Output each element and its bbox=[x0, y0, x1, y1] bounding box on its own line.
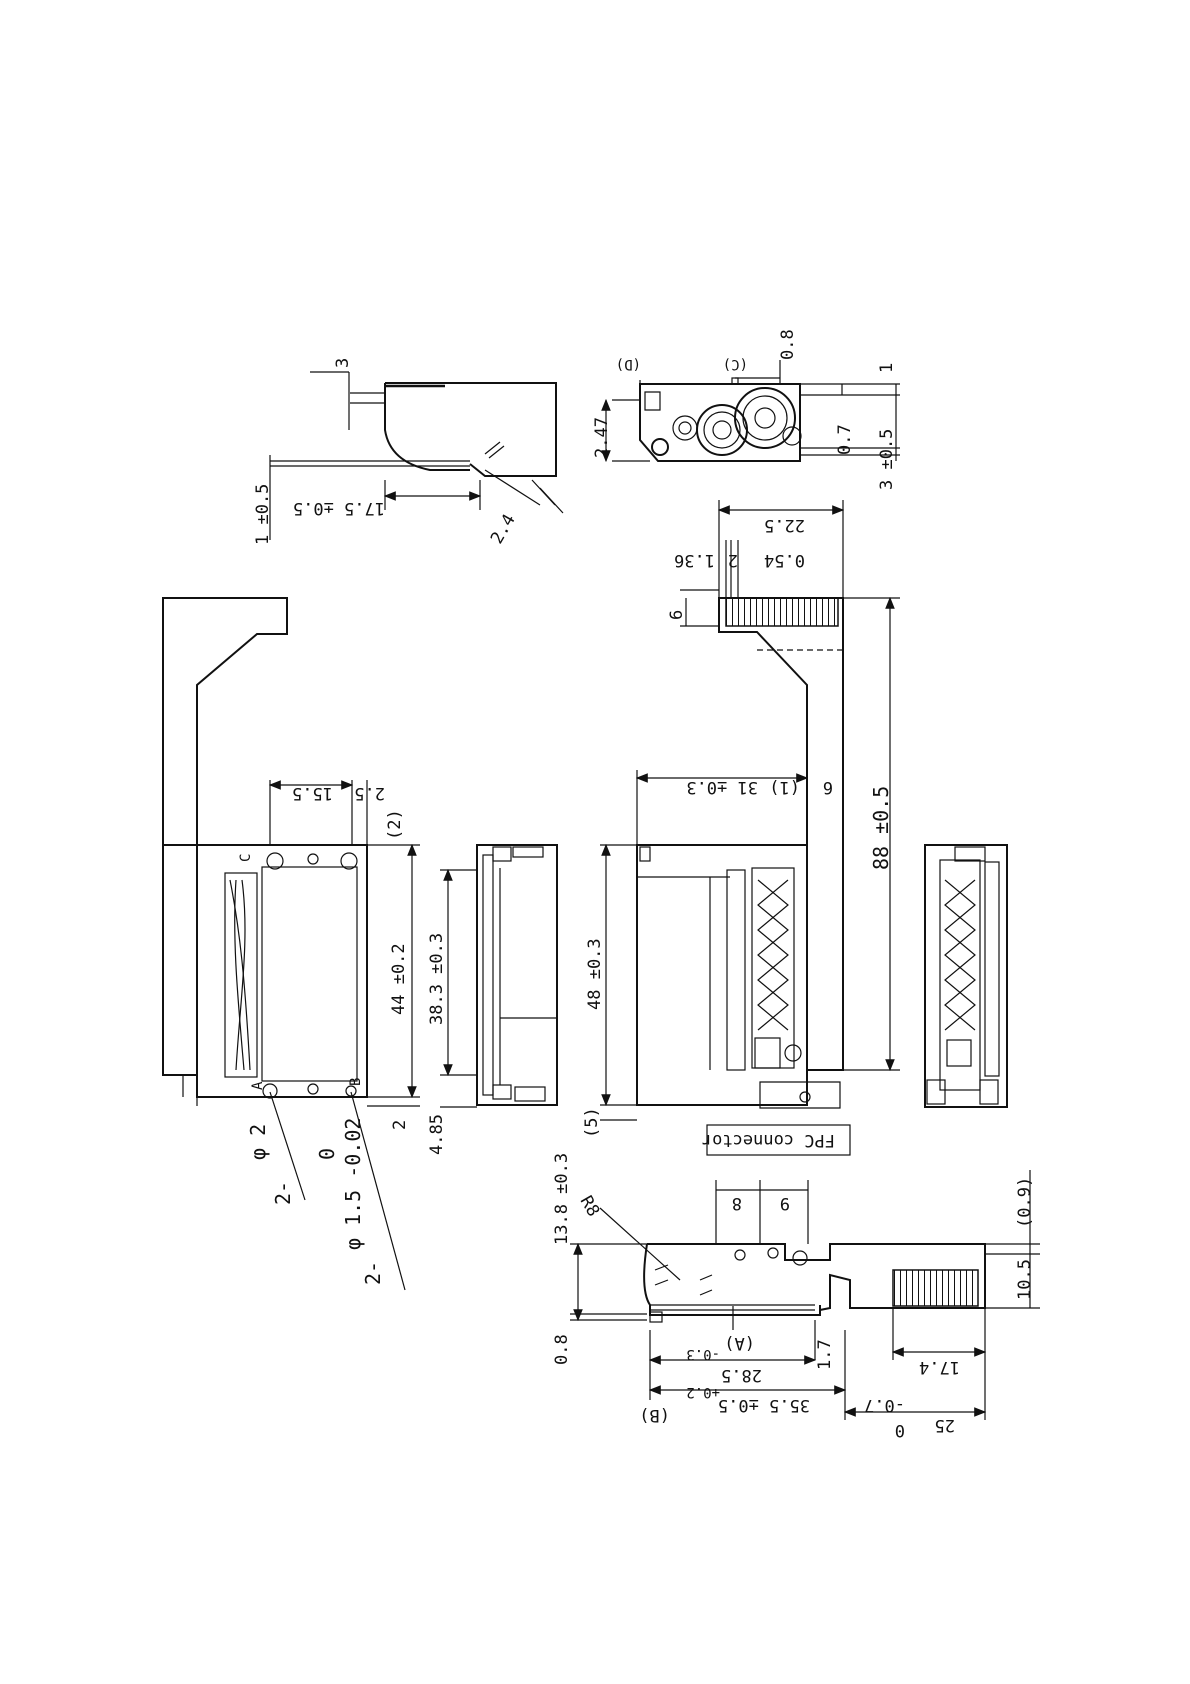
dim-9: 9 bbox=[780, 1193, 790, 1213]
end-view-gears bbox=[606, 360, 900, 461]
dim-25: 25 bbox=[935, 1415, 955, 1435]
dim-38-3: 38.3 ±0.3 bbox=[427, 933, 447, 1025]
dim-B-paren: (B) bbox=[639, 1405, 670, 1425]
dim-28-5-minus: -0.3 bbox=[686, 1346, 720, 1362]
fpc-contact-area bbox=[726, 598, 838, 626]
dim-31: 31 ±0.3 bbox=[686, 777, 758, 797]
fpc-connector-label: FPC connector bbox=[702, 1130, 835, 1150]
dim-4-85: 4.85 bbox=[427, 1114, 447, 1155]
dim-3-05: 3 ±0.5 bbox=[877, 429, 897, 490]
dim-2: 2 bbox=[390, 1120, 410, 1130]
hole-2phi15: φ 1.5 -0.02 bbox=[341, 1118, 365, 1250]
dim-2-small: 2 bbox=[728, 550, 738, 570]
dim-15-5: 15.5 bbox=[292, 783, 333, 803]
hole-2phi15-zero: 0 bbox=[315, 1148, 339, 1160]
mark-A: A bbox=[250, 1081, 266, 1090]
dim-0-54: 0.54 bbox=[764, 550, 805, 570]
hole-2phi2: φ 2 bbox=[246, 1124, 270, 1160]
dim-1-top: 1 bbox=[877, 363, 897, 373]
dim-88: 88 ±0.5 bbox=[869, 786, 893, 870]
dim-2-47: 2.47 bbox=[592, 417, 612, 458]
dim-48: 48 ±0.3 bbox=[585, 938, 605, 1010]
dim-0-8-low: 0.8 bbox=[552, 1334, 572, 1365]
dim-R8: R8 bbox=[576, 1193, 604, 1221]
dim-28-5-plus: +0.2 bbox=[686, 1384, 720, 1400]
dim-8: 8 bbox=[732, 1193, 742, 1213]
dim-1-7: 1.7 bbox=[815, 1339, 835, 1370]
dim-22-5: 22.5 bbox=[764, 515, 805, 535]
section-hatch bbox=[893, 1270, 978, 1306]
dim-A-paren: (A) bbox=[724, 1333, 755, 1353]
far-right-side-view bbox=[925, 845, 1007, 1107]
dim-10-5: 10.5 bbox=[1015, 1259, 1035, 1300]
dim-6-top: 6 bbox=[667, 610, 687, 620]
dim-2-paren: (2) bbox=[385, 809, 405, 840]
dim-5-paren: (5) bbox=[582, 1107, 602, 1138]
main-plan-view bbox=[600, 500, 900, 1155]
mark-B: B bbox=[348, 1078, 364, 1086]
dim-0-7: 0.7 bbox=[835, 424, 855, 455]
front-section-view bbox=[570, 1170, 1040, 1420]
dim-2-5: 2.5 bbox=[354, 783, 385, 803]
dim-6-side: 6 bbox=[823, 777, 833, 797]
dim-25-minus: -0.7 bbox=[864, 1395, 905, 1415]
dim-28-5: 28.5 bbox=[721, 1365, 762, 1385]
dim-0-8-top: 0.8 bbox=[778, 329, 798, 360]
dim-25-zero: 0 bbox=[895, 1420, 905, 1440]
dim-1-05: 1 ±0.5 bbox=[253, 484, 273, 545]
dim-3-top: 3 bbox=[333, 358, 353, 368]
dim-13-8: 13.8 ±0.3 bbox=[552, 1153, 572, 1245]
dim-2-4: 2.4 bbox=[487, 511, 520, 548]
dim-17-4: 17.4 bbox=[919, 1357, 960, 1377]
bottom-narrow-view bbox=[440, 845, 557, 1107]
mark-C: C bbox=[238, 854, 254, 862]
dim-D: (D) bbox=[616, 356, 641, 372]
dim-35-5: 35.5 ±0.5 bbox=[718, 1395, 810, 1415]
dim-0-9-paren: (0.9) bbox=[1015, 1177, 1035, 1228]
dim-44: 44 ±0.2 bbox=[389, 943, 409, 1015]
hole-2phi2-prefix: 2- bbox=[271, 1181, 295, 1205]
dim-17-5: 17.5 ±0.5 bbox=[293, 498, 385, 518]
dim-1-paren: (1) bbox=[769, 777, 800, 797]
dim-C: (C) bbox=[723, 356, 748, 372]
dim-1-36: 1.36 bbox=[674, 550, 715, 570]
hole-2phi15-prefix: 2- bbox=[361, 1261, 385, 1285]
